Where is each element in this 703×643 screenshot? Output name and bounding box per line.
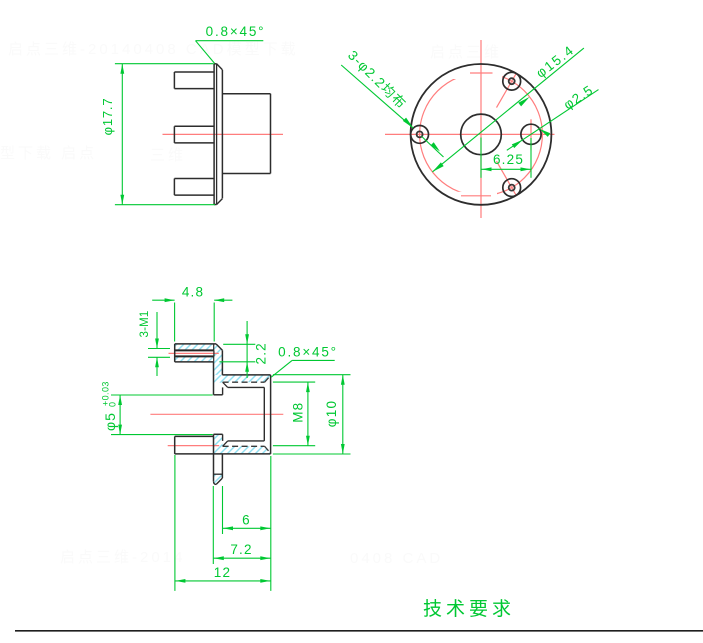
svg-text:φ10: φ10 [324, 400, 339, 427]
svg-text:启点三维-20140408 CAD模型下载: 启点三维-20140408 CAD模型下载 [8, 41, 299, 58]
svg-text:0.8×45°: 0.8×45° [278, 344, 338, 359]
svg-text:3-M1: 3-M1 [139, 310, 151, 337]
svg-text:三维: 三维 [150, 147, 186, 164]
svg-text:6: 6 [242, 513, 251, 528]
svg-text:0: 0 [108, 402, 118, 407]
svg-text:0.8×45°: 0.8×45° [206, 24, 266, 39]
svg-text:φ5: φ5 [102, 412, 118, 431]
svg-text:φ17.7: φ17.7 [100, 98, 115, 136]
svg-text:7.2: 7.2 [230, 542, 252, 557]
svg-text:M8: M8 [291, 402, 306, 423]
svg-text:启点三维: 启点三维 [430, 44, 502, 61]
svg-text:6.25: 6.25 [493, 152, 524, 167]
svg-text:技术要求: 技术要求 [423, 598, 515, 620]
svg-text:0408 CAD: 0408 CAD [350, 550, 443, 567]
svg-text:启点三维-2014: 启点三维-2014 [60, 549, 185, 566]
svg-text:2.2: 2.2 [254, 342, 269, 364]
svg-text:12: 12 [214, 565, 231, 580]
svg-text:型下载 启点: 型下载 启点 [0, 145, 97, 162]
svg-text:+0.03: +0.03 [101, 381, 111, 406]
svg-text:4.8: 4.8 [182, 285, 204, 300]
